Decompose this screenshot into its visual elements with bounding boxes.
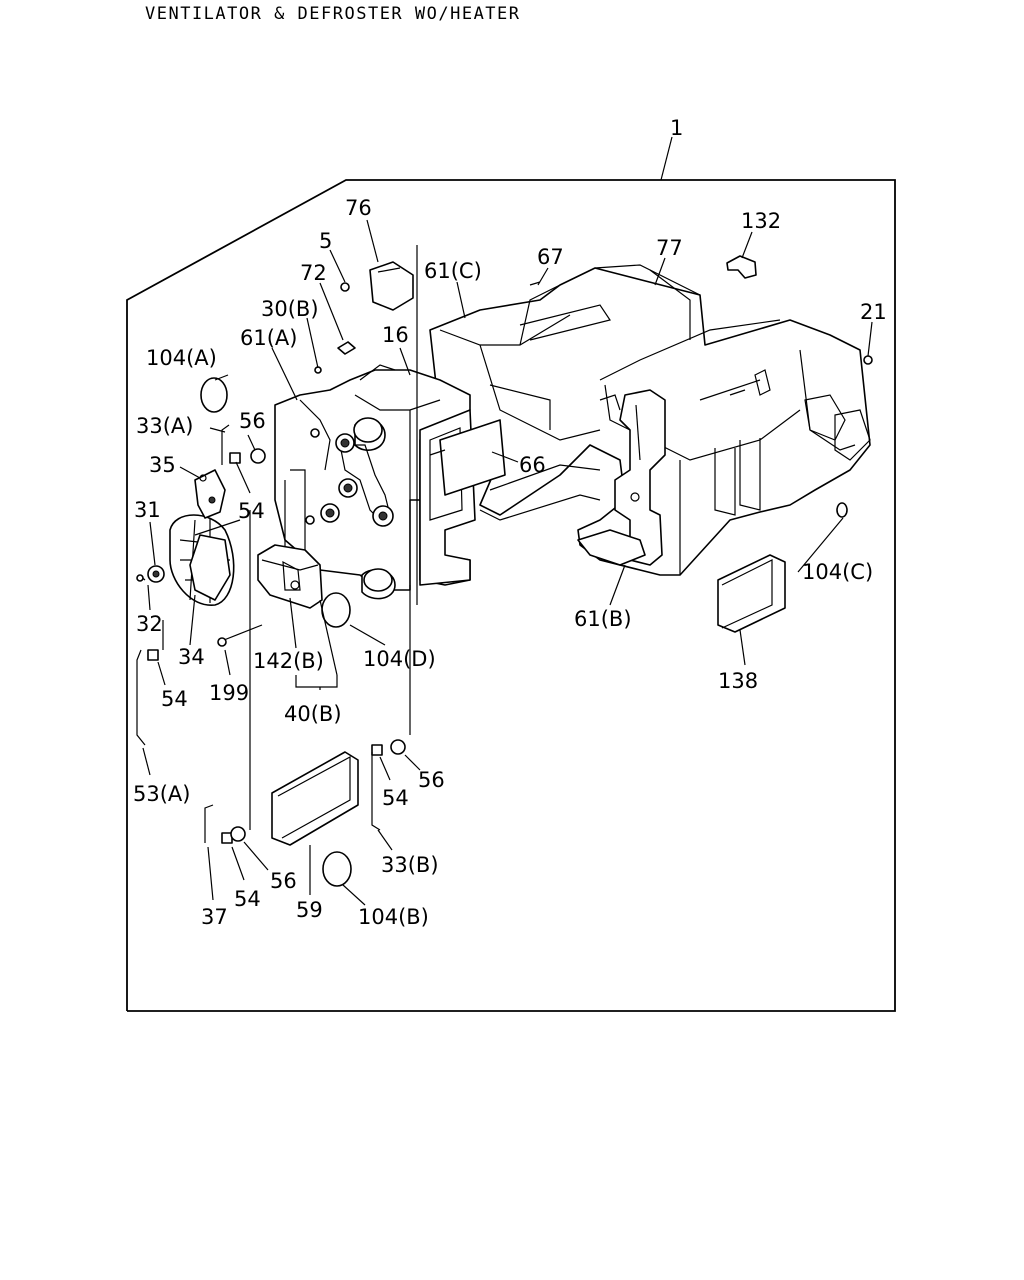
callout-104b: 104(B) [358,905,429,929]
callout-56-upper: 56 [239,409,266,433]
callout-32: 32 [136,612,163,636]
callout-66: 66 [519,453,546,477]
callout-76: 76 [345,196,372,220]
side-duct-61b [577,389,666,566]
callout-77: 77 [656,236,683,260]
callout-61b: 61(B) [574,607,632,631]
flap-66 [429,419,506,496]
callout-5: 5 [319,229,332,253]
callout-40b: 40(B) [284,702,342,726]
callout-35: 35 [149,453,176,477]
leader-lines [142,219,873,906]
cap-104d [321,592,351,628]
callout-142b: 142(B) [253,649,324,673]
bracket-76 [369,261,414,311]
assembly-frame [126,136,896,1012]
callout-138: 138 [718,669,758,693]
callout-59: 59 [296,898,323,922]
callout-56-lower: 56 [270,869,297,893]
callout-54-left: 54 [161,687,188,711]
callout-54-lower: 54 [234,887,261,911]
page-title: VENTILATOR & DEFROSTER WO/HEATER [145,4,521,24]
callout-61c: 61(C) [424,259,482,283]
callout-34: 34 [178,645,205,669]
callout-1: 1 [670,116,683,140]
callout-56-mid: 56 [418,768,445,792]
callout-37: 37 [201,905,228,929]
callout-61a: 61(A) [240,326,297,350]
callout-54-mid: 54 [382,786,409,810]
cap-104c [836,502,848,518]
callout-104c: 104(C) [802,560,873,584]
small-fasteners [136,281,873,844]
callout-104a: 104(A) [146,346,217,370]
callout-labels: 1 76 132 5 77 67 72 61(C) 30(B) 21 61(A)… [133,116,887,929]
callout-67: 67 [537,245,564,269]
cap-104a [200,377,228,413]
callout-132: 132 [741,209,781,233]
callout-30b: 30(B) [261,297,319,321]
callout-33a: 33(A) [136,414,193,438]
clip-132 [726,255,757,279]
callout-104d: 104(D) [363,647,436,671]
callout-72: 72 [300,261,327,285]
actuator-142b [257,544,323,609]
callout-54-upper: 54 [238,499,265,523]
filter-138 [717,554,786,633]
callout-53a: 53(A) [133,782,190,806]
callout-199: 199 [209,681,249,705]
callout-21: 21 [860,300,887,324]
cap-104b [322,851,352,887]
callout-31: 31 [134,498,161,522]
filter-59 [271,751,359,846]
callout-33b: 33(B) [381,853,439,877]
callout-16: 16 [382,323,409,347]
mode-cam-wheel [138,469,235,606]
